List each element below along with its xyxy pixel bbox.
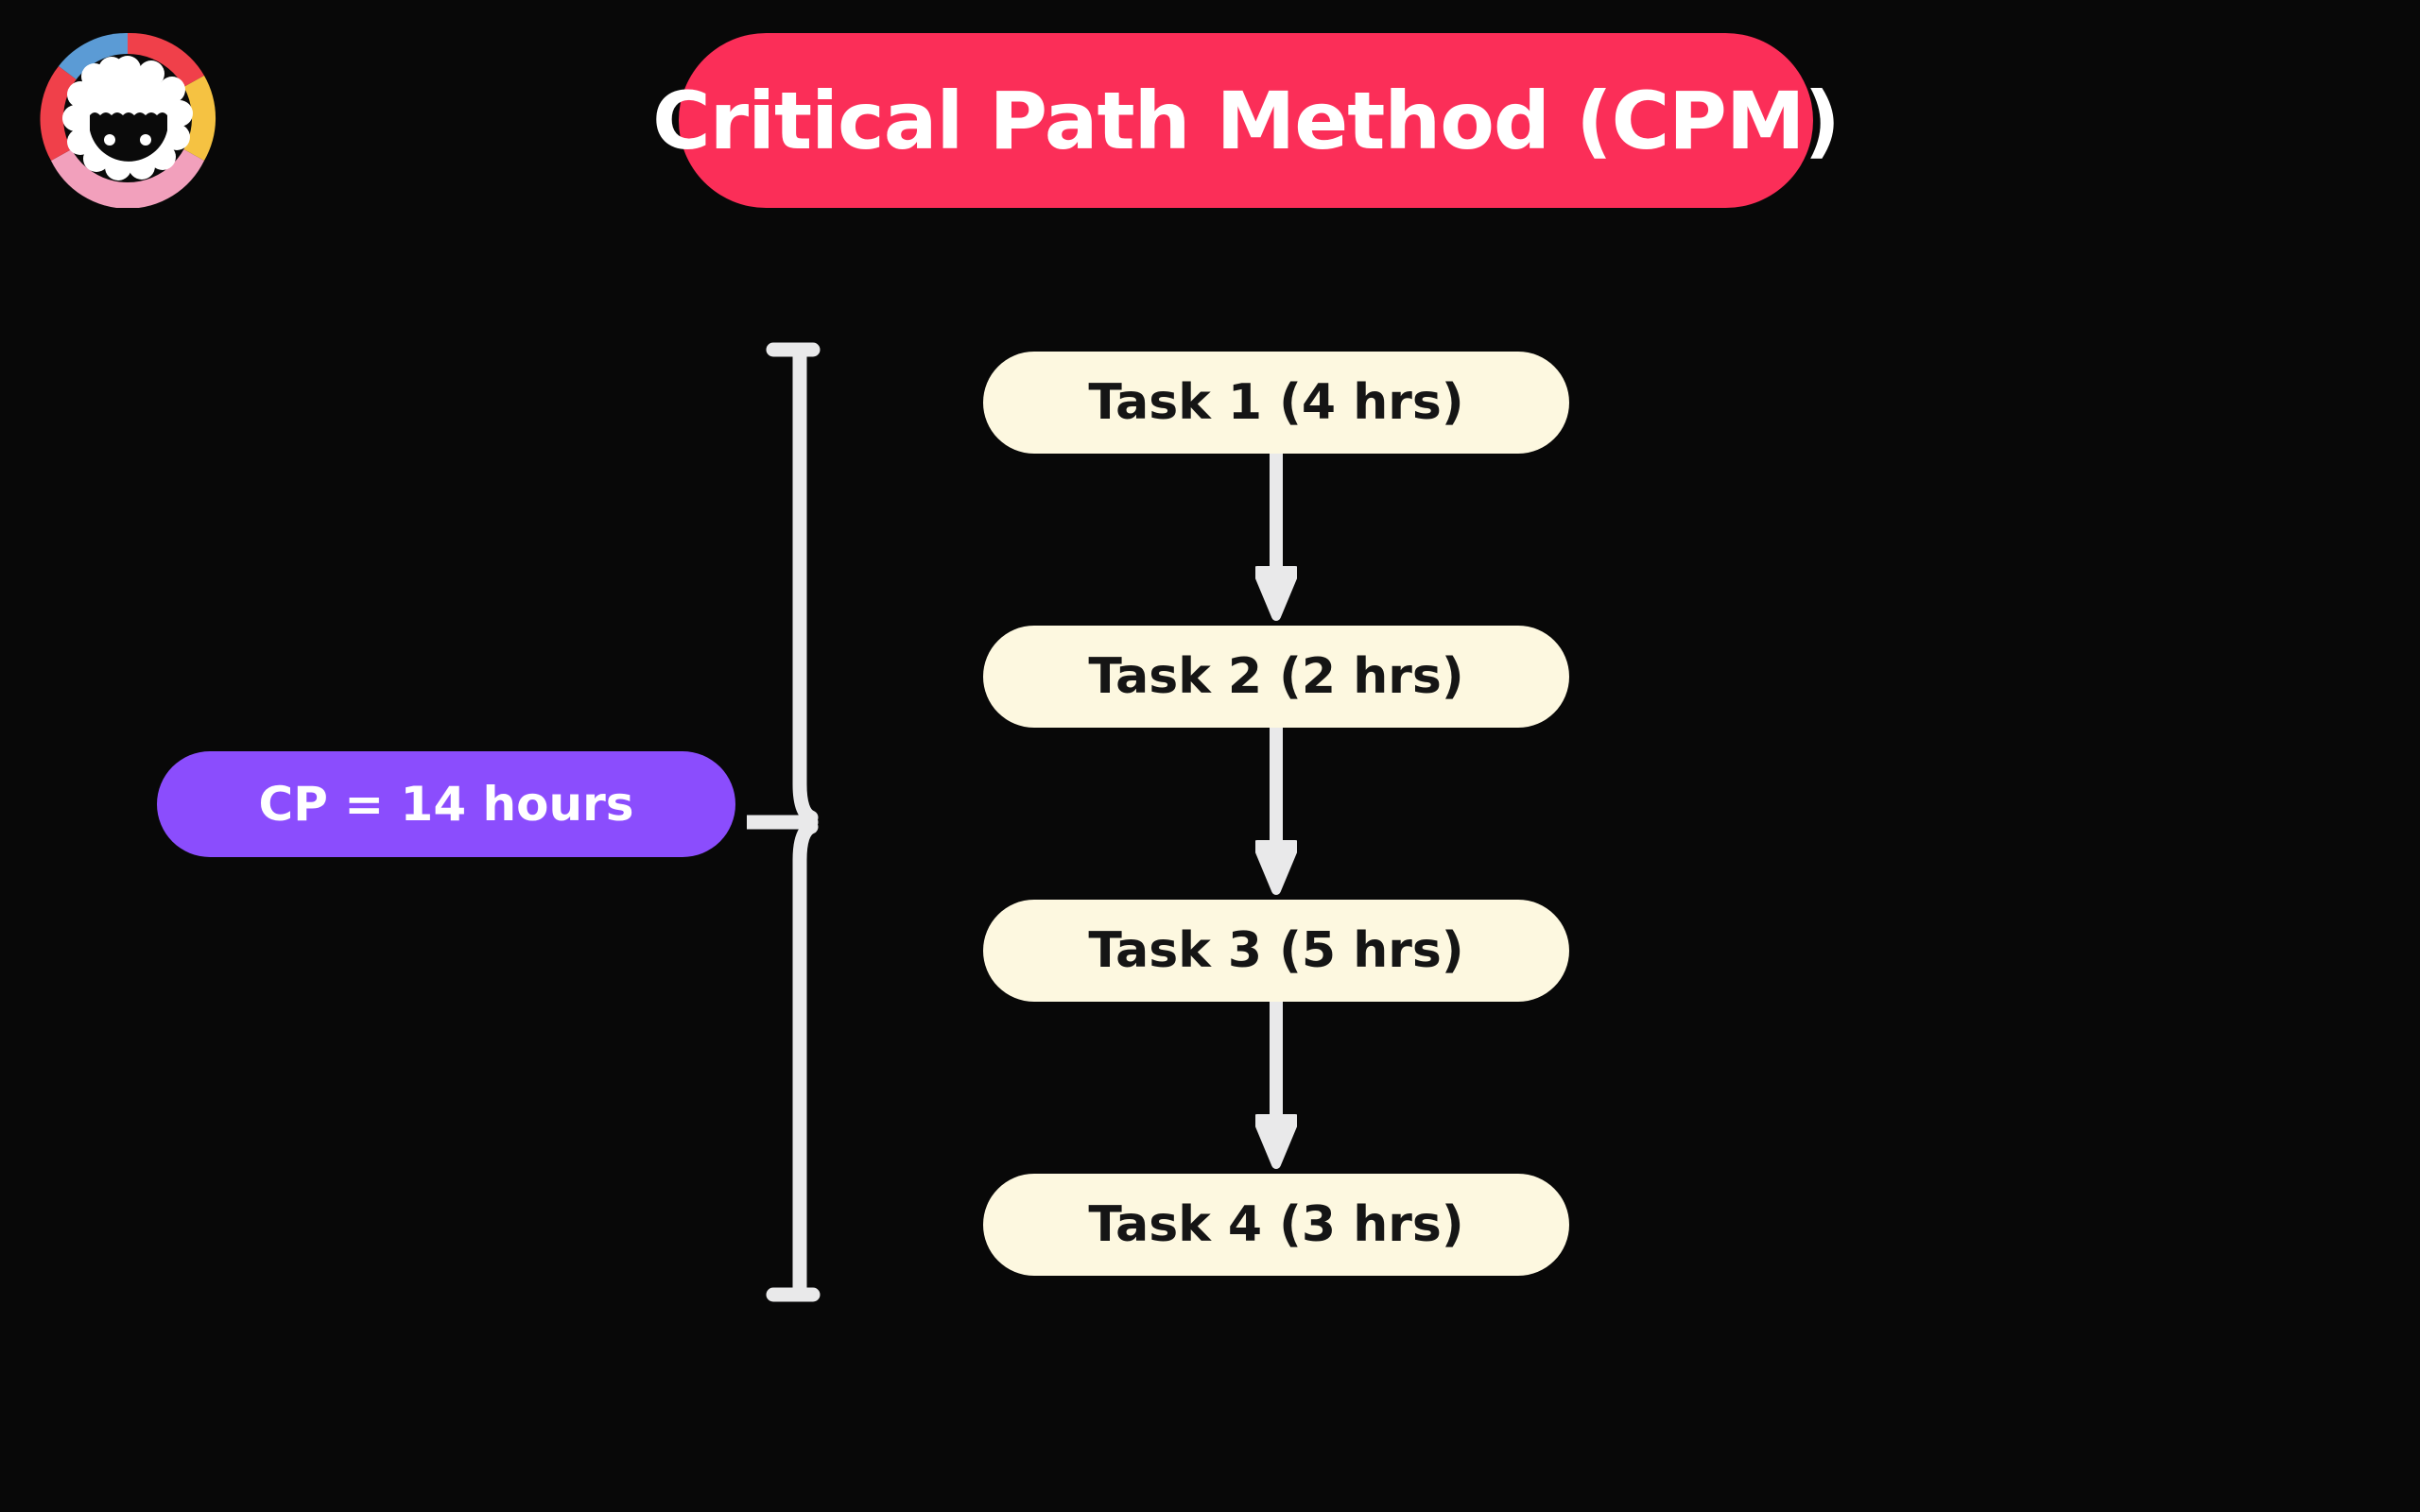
flow-arrow-1-to-2 [1255,454,1297,626]
page-title: Critical Path Method (CPM) [652,74,1841,167]
critical-path-summary-label: CP = 14 hours [258,777,634,832]
page-title-banner: Critical Path Method (CPM) [652,33,1841,208]
task-node-label: Task 3 (5 hrs) [1088,922,1464,979]
task-node-4[interactable]: Task 4 (3 hrs) [983,1174,1569,1276]
task-node-label: Task 1 (4 hrs) [1088,374,1464,431]
task-node-1[interactable]: Task 1 (4 hrs) [983,352,1569,454]
task-node-3[interactable]: Task 3 (5 hrs) [983,900,1569,1002]
critical-path-summary-pill[interactable]: CP = 14 hours [157,751,735,857]
sheep-mascot-logo [38,28,217,208]
critical-path-bracket [747,340,822,1304]
task-node-label: Task 4 (3 hrs) [1088,1196,1464,1253]
flow-arrow-3-to-4 [1255,1002,1297,1174]
task-flow-column: Task 1 (4 hrs) Task 2 (2 hrs) Task 3 (5 … [983,352,1569,1297]
task-node-2[interactable]: Task 2 (2 hrs) [983,626,1569,728]
flow-arrow-2-to-3 [1255,728,1297,900]
task-node-label: Task 2 (2 hrs) [1088,648,1464,705]
